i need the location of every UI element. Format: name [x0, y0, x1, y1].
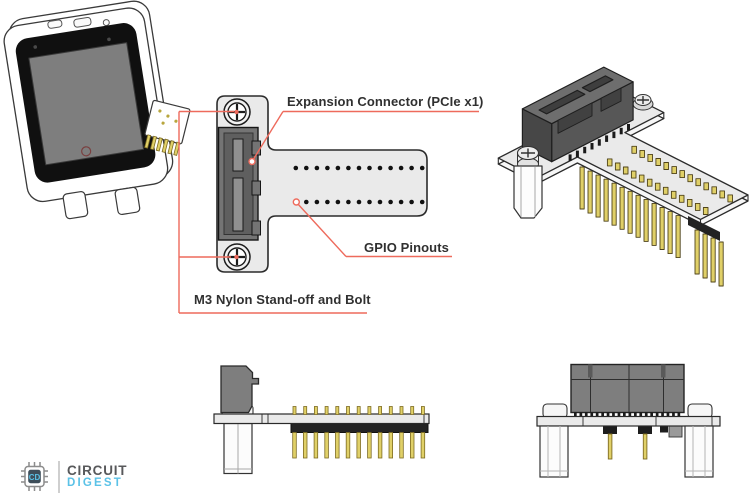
- circuitdigest-logo: CD CIRCUIT DIGEST: [18, 459, 127, 494]
- iso-smt-leads: [568, 124, 630, 161]
- front-pin-base-left: [603, 425, 617, 434]
- front-standoff-right: [684, 425, 714, 478]
- module-screen: [28, 42, 145, 166]
- adapter-iso-view: [497, 66, 749, 287]
- front-pin-base-right: [638, 425, 652, 434]
- logo-brand-top: CIRCUIT: [67, 462, 128, 478]
- leader-expansion-line: [251, 111, 284, 162]
- front-gray-part: [668, 425, 683, 438]
- hdmi-port-icon: [73, 16, 92, 28]
- logo-divider: [58, 460, 60, 493]
- module-foot-left: [62, 191, 89, 220]
- gpio-holes: [293, 165, 425, 205]
- front-pcb-seams: [582, 416, 713, 426]
- front-pcie-connector: [570, 363, 685, 414]
- label-gpio-pinouts: GPIO Pinouts: [364, 240, 449, 255]
- side-pcb-seams: [261, 414, 425, 424]
- front-pin-right: [642, 433, 648, 460]
- circuitdigest-chip-icon: CD: [21, 462, 48, 491]
- front-pin-left: [607, 433, 613, 460]
- pcie-connector-top: [217, 126, 261, 241]
- iso-pcie-connector: [521, 66, 634, 163]
- module-side-header: [144, 99, 191, 156]
- side-header-pins: [292, 406, 426, 459]
- front-pcb: [536, 415, 721, 427]
- tboard-outline: [216, 95, 428, 273]
- iso-screw-top: [632, 94, 654, 111]
- front-standoff-facets: [540, 426, 713, 477]
- adapter-side-view: [213, 365, 430, 475]
- leader-m3-dot-bottom: [234, 254, 239, 260]
- sensor-dot-icon: [33, 45, 38, 49]
- leader-expansion-dot: [248, 157, 256, 166]
- label-standoff-bolt: M3 Nylon Stand-off and Bolt: [194, 292, 371, 307]
- side-pcb: [213, 413, 430, 425]
- iso-header-pins: [579, 166, 681, 259]
- label-expansion-connector: Expansion Connector (PCIe x1): [287, 94, 484, 109]
- front-bolt-left: [542, 403, 568, 419]
- leader-m3-dot-top: [234, 109, 239, 115]
- side-standoff-facets: [224, 423, 252, 474]
- front-small-part: [660, 425, 668, 433]
- logo-monogram: CD: [29, 473, 41, 482]
- home-button-icon: [81, 146, 92, 157]
- leader-gpio-dot: [292, 198, 300, 206]
- iso-pin-studs: [606, 145, 733, 287]
- adapter-front-view: [536, 363, 721, 478]
- leader-m3-lines: [178, 110, 234, 313]
- power-button-icon: [102, 19, 110, 27]
- side-pcie-connector: [220, 365, 260, 414]
- usb-port-icon: [47, 19, 63, 29]
- front-bolt-right: [687, 403, 713, 419]
- module-foot-right: [114, 186, 141, 216]
- sensor-dot-icon: [107, 37, 111, 42]
- side-header-plastic: [290, 423, 429, 433]
- leader-lines: [178, 109, 479, 314]
- iso-header-plastic: [688, 216, 720, 241]
- front-smt-leads: [574, 412, 681, 420]
- leader-gpio-line: [296, 202, 347, 257]
- display-module-view: [3, 0, 174, 220]
- front-standoff-left: [539, 425, 569, 478]
- iso-standoff: [513, 145, 543, 219]
- logo-brand-bottom: DIGEST: [67, 476, 124, 489]
